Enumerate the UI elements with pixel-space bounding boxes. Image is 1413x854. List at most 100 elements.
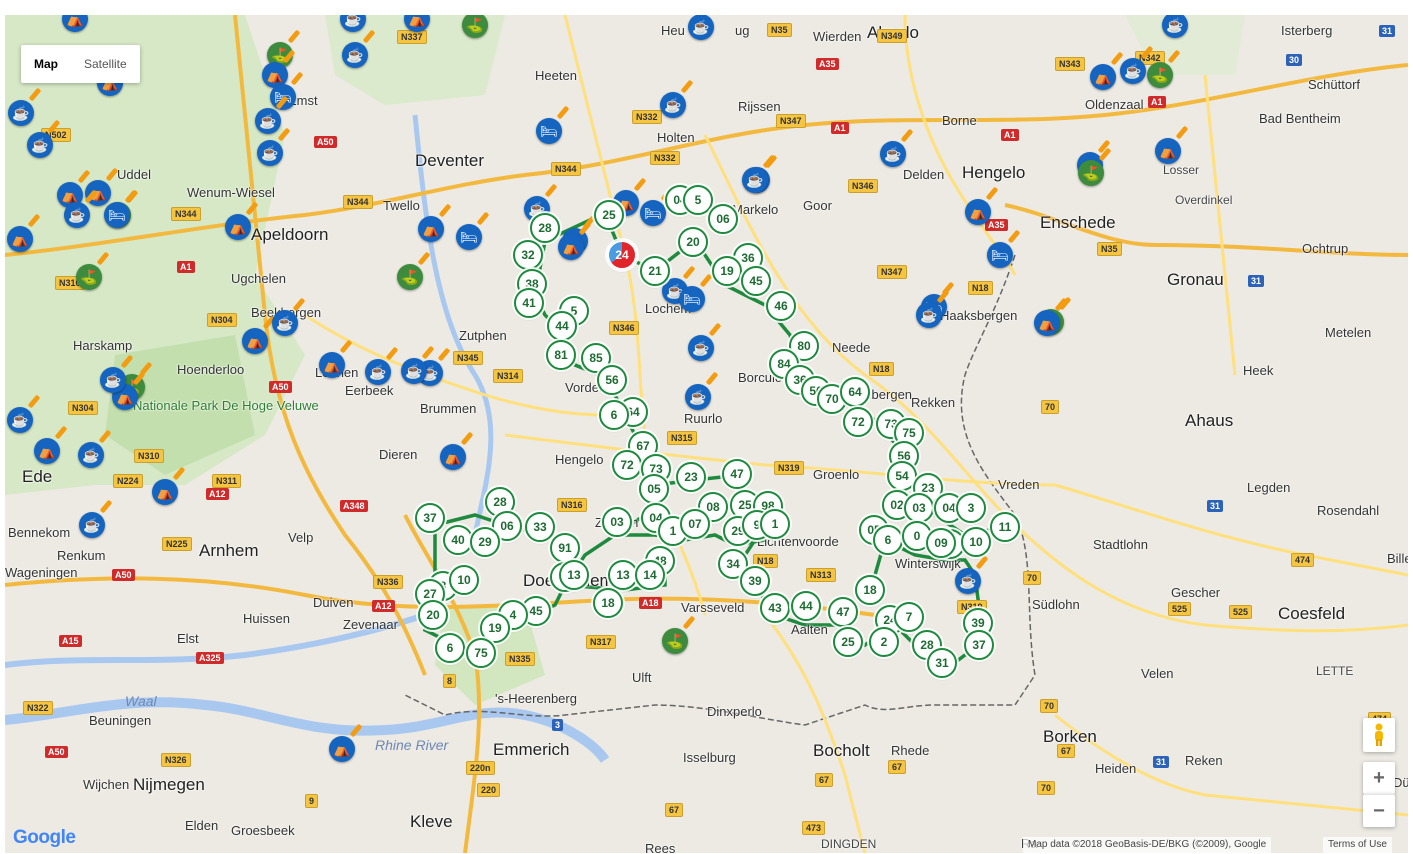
cup-poi-icon[interactable]: ☕: [79, 512, 105, 538]
tent-poi-icon[interactable]: ⛺: [225, 214, 251, 240]
route-node-marker[interactable]: 40: [443, 525, 473, 555]
cup-poi-icon[interactable]: ☕: [688, 335, 714, 361]
golf-poi-icon[interactable]: ⛳: [1078, 160, 1104, 186]
selected-cluster-marker[interactable]: 24: [607, 240, 637, 270]
cup-poi-icon[interactable]: ☕: [365, 359, 391, 385]
route-node-marker[interactable]: 31: [927, 648, 957, 678]
route-node-marker[interactable]: 10: [961, 527, 991, 557]
route-node-marker[interactable]: 72: [843, 407, 873, 437]
tent-poi-icon[interactable]: ⛺: [34, 438, 60, 464]
route-node-marker[interactable]: 3: [956, 493, 986, 523]
cup-poi-icon[interactable]: ☕: [257, 140, 283, 166]
route-node-marker[interactable]: 20: [678, 227, 708, 257]
cup-poi-icon[interactable]: ☕: [660, 92, 686, 118]
route-node-marker[interactable]: 84: [769, 349, 799, 379]
map-canvas[interactable]: AlmeloWierdenIsterbergHeetenSchüttorfOld…: [5, 15, 1408, 853]
route-node-marker[interactable]: 23: [676, 462, 706, 492]
route-node-marker[interactable]: 08: [698, 492, 728, 522]
cup-poi-icon[interactable]: ☕: [100, 367, 126, 393]
route-node-marker[interactable]: 43: [760, 593, 790, 623]
map-type-map-button[interactable]: Map: [34, 57, 58, 71]
route-node-marker[interactable]: 81: [546, 340, 576, 370]
route-node-marker[interactable]: 11: [990, 512, 1020, 542]
route-node-marker[interactable]: 25: [594, 200, 624, 230]
golf-poi-icon[interactable]: ⛳: [76, 264, 102, 290]
tent-poi-icon[interactable]: ⛺: [242, 328, 268, 354]
cup-poi-icon[interactable]: ☕: [1162, 15, 1188, 38]
route-node-marker[interactable]: 06: [708, 204, 738, 234]
golf-poi-icon[interactable]: ⛳: [1147, 62, 1173, 88]
route-node-marker[interactable]: 6: [873, 525, 903, 555]
route-node-marker[interactable]: 73: [876, 409, 906, 439]
bed-poi-icon[interactable]: 🛏: [456, 224, 482, 250]
bed-poi-icon[interactable]: 🛏: [536, 118, 562, 144]
route-node-marker[interactable]: 39: [740, 566, 770, 596]
bed-poi-icon[interactable]: 🛏: [679, 286, 705, 312]
cup-poi-icon[interactable]: ☕: [1120, 58, 1146, 84]
cup-poi-icon[interactable]: ☕: [916, 302, 942, 328]
map-type-satellite-button[interactable]: Satellite: [84, 57, 127, 71]
route-node-marker[interactable]: 37: [964, 630, 994, 660]
route-node-marker[interactable]: 37: [415, 503, 445, 533]
route-node-marker[interactable]: 28: [530, 213, 560, 243]
tent-poi-icon[interactable]: ⛺: [62, 15, 88, 32]
tent-poi-icon[interactable]: ⛺: [152, 479, 178, 505]
route-node-marker[interactable]: 03: [904, 493, 934, 523]
cup-poi-icon[interactable]: ☕: [340, 15, 366, 32]
route-node-marker[interactable]: 25: [833, 627, 863, 657]
route-node-marker[interactable]: 20: [418, 600, 448, 630]
cup-poi-icon[interactable]: ☕: [342, 42, 368, 68]
tent-poi-icon[interactable]: ⛺: [1090, 64, 1116, 90]
route-node-marker[interactable]: 91: [550, 533, 580, 563]
route-node-marker[interactable]: 72: [612, 450, 642, 480]
route-node-marker[interactable]: 19: [712, 256, 742, 286]
route-node-marker[interactable]: 6: [435, 633, 465, 663]
tent-poi-icon[interactable]: ⛺: [418, 216, 444, 242]
cup-poi-icon[interactable]: ☕: [64, 202, 90, 228]
tent-poi-icon[interactable]: ⛺: [7, 226, 33, 252]
cup-poi-icon[interactable]: ☕: [27, 132, 53, 158]
cup-poi-icon[interactable]: ☕: [685, 384, 711, 410]
route-node-marker[interactable]: 45: [741, 266, 771, 296]
tent-poi-icon[interactable]: ⛺: [440, 444, 466, 470]
route-node-marker[interactable]: 14: [635, 560, 665, 590]
tent-poi-icon[interactable]: ⛺: [262, 62, 288, 88]
route-node-marker[interactable]: 2: [869, 627, 899, 657]
route-node-marker[interactable]: 18: [593, 588, 623, 618]
tent-poi-icon[interactable]: ⛺: [1155, 138, 1181, 164]
route-node-marker[interactable]: 56: [597, 365, 627, 395]
route-node-marker[interactable]: 10: [449, 565, 479, 595]
bed-poi-icon[interactable]: 🛏: [104, 202, 130, 228]
cup-poi-icon[interactable]: ☕: [955, 568, 981, 594]
cup-poi-icon[interactable]: ☕: [8, 100, 34, 126]
route-node-marker[interactable]: 06: [492, 511, 522, 541]
terms-of-use-link[interactable]: Terms of Use: [1323, 837, 1392, 853]
route-node-marker[interactable]: 47: [828, 597, 858, 627]
route-node-marker[interactable]: 44: [547, 311, 577, 341]
cup-poi-icon[interactable]: ☕: [688, 15, 714, 40]
route-node-marker[interactable]: 33: [525, 512, 555, 542]
route-node-marker[interactable]: 19: [480, 613, 510, 643]
pegman-streetview-icon[interactable]: [1363, 718, 1395, 752]
zoom-in-button[interactable]: +: [1363, 762, 1395, 794]
route-node-marker[interactable]: 44: [791, 591, 821, 621]
tent-poi-icon[interactable]: ⛺: [965, 199, 991, 225]
route-node-marker[interactable]: 46: [766, 291, 796, 321]
tent-poi-icon[interactable]: ⛺: [558, 234, 584, 260]
route-node-marker[interactable]: 7: [894, 602, 924, 632]
golf-poi-icon[interactable]: ⛳: [397, 264, 423, 290]
route-node-marker[interactable]: 47: [722, 459, 752, 489]
route-node-marker[interactable]: 5: [683, 185, 713, 215]
route-node-marker[interactable]: 05: [639, 474, 669, 504]
route-node-marker[interactable]: 32: [513, 240, 543, 270]
bed-poi-icon[interactable]: 🛏: [987, 242, 1013, 268]
bed-poi-icon[interactable]: 🛏: [640, 200, 666, 226]
cup-poi-icon[interactable]: ☕: [7, 407, 33, 433]
route-node-marker[interactable]: 6: [599, 400, 629, 430]
tent-poi-icon[interactable]: ⛺: [319, 352, 345, 378]
route-node-marker[interactable]: 75: [466, 638, 496, 668]
route-node-marker[interactable]: 18: [855, 575, 885, 605]
zoom-out-button[interactable]: −: [1363, 794, 1395, 827]
cup-poi-icon[interactable]: ☕: [255, 108, 281, 134]
tent-poi-icon[interactable]: ⛺: [329, 736, 355, 762]
